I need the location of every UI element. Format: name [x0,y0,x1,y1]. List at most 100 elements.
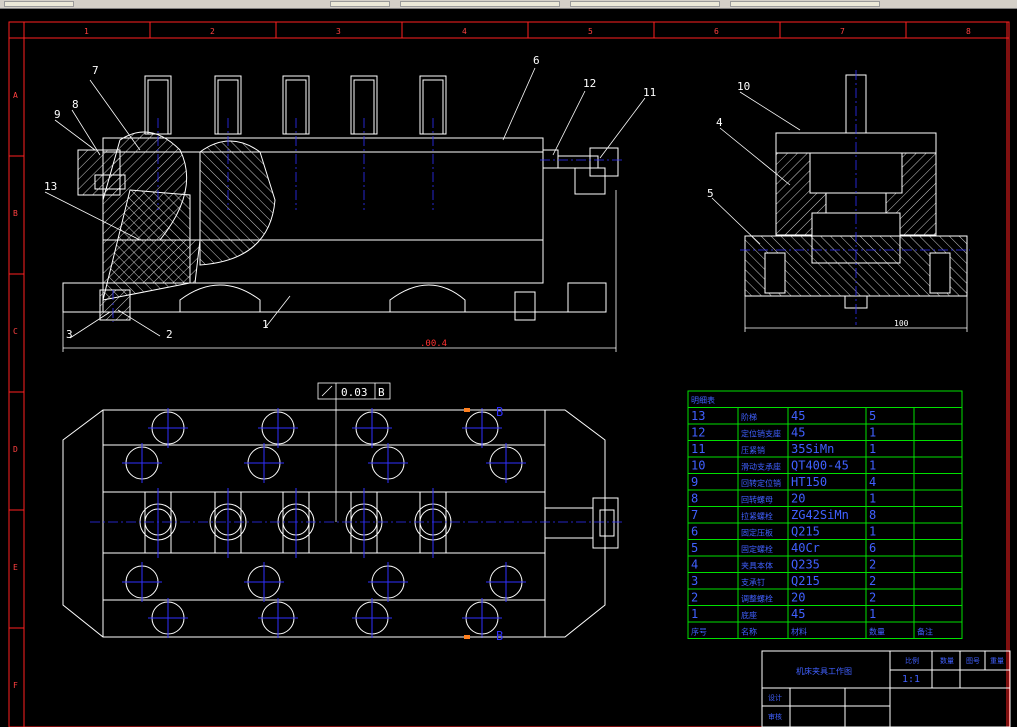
tolerance-value: 0.03 [341,386,368,399]
title-col-scale: 比例 [905,656,919,665]
plan-holes [122,408,526,638]
length-dim-text: .00.4 [420,339,447,349]
front-callout-label: 8 [72,98,79,111]
front-callout-label: 2 [166,328,173,341]
svg-text:2: 2 [869,574,876,588]
front-callout-label: 9 [54,108,61,121]
tolerance-datum: B [378,386,385,399]
toolbar [0,0,1017,9]
svg-text:压紧销: 压紧销 [741,445,765,455]
svg-text:调整螺栓: 调整螺栓 [741,594,773,604]
front-callout-label: 7 [92,64,99,77]
toolbar-button[interactable] [570,1,720,7]
column-marker: 2 [210,27,215,36]
bom-row: 3 支承钉 Q215 2 [691,574,876,588]
svg-text:支承钉: 支承钉 [741,577,765,587]
front-length-dimension [62,190,617,352]
bom-row: 1 底座 45 1 [691,607,876,621]
svg-text:20: 20 [791,492,805,506]
bom-title: 明细表 [691,395,715,405]
toolbar-button[interactable] [400,1,560,7]
side-callout-label: 10 [737,80,750,93]
svg-text:1: 1 [869,607,876,621]
svg-text:ZG42SiMn: ZG42SiMn [791,508,849,522]
column-marker: 6 [714,27,719,36]
column-marker: 1 [84,27,89,36]
svg-text:夹具本体: 夹具本体 [741,561,773,571]
svg-text:40Cr: 40Cr [791,541,820,555]
toolbar-button[interactable] [730,1,880,7]
side-callout-label: 4 [716,116,723,129]
side-width-dim: 100 [894,319,909,328]
front-view-callouts [44,67,646,339]
svg-text:20: 20 [791,591,805,605]
svg-text:1: 1 [869,426,876,440]
row-marker: C [13,327,18,336]
svg-text:Q215: Q215 [791,574,820,588]
row-marker: F [13,681,18,690]
bom-header-cell: 备注 [917,627,933,637]
svg-text:11: 11 [691,442,705,456]
svg-text:滑动支承座: 滑动支承座 [741,462,781,472]
title-block [761,650,1011,727]
row-marker: B [13,209,18,218]
title-checker: 审核 [768,712,782,721]
svg-text:3: 3 [691,574,698,588]
bom-header-cell: 材料 [791,627,807,637]
svg-text:底座: 底座 [741,610,757,620]
svg-text:7: 7 [691,508,698,522]
svg-text:6: 6 [869,541,876,555]
title-col-drawing-no: 图号 [966,657,980,665]
plan-tolerance-frame [317,382,500,638]
column-marker: 3 [336,27,341,36]
title-col-qty: 数量 [940,656,954,665]
toolbar-button[interactable] [330,1,390,7]
toolbar-button[interactable] [4,1,74,7]
svg-text:12: 12 [691,426,705,440]
svg-text:阶梯: 阶梯 [741,412,757,422]
svg-text:回转螺母: 回转螺母 [741,495,773,505]
svg-text:13: 13 [691,409,705,423]
front-callout-label: 12 [583,77,596,90]
svg-text:1: 1 [869,459,876,473]
svg-text:45: 45 [791,409,805,423]
front-callout-label: 3 [66,328,73,341]
section-mark-bottom: B [496,629,503,643]
title-col-weight: 重量 [990,657,1004,665]
svg-text:4: 4 [691,558,698,572]
row-marker: A [13,91,18,100]
front-callout-label: 13 [44,180,57,193]
side-view-centerlines [740,70,970,325]
section-mark-top: B [496,405,503,419]
svg-text:45: 45 [791,607,805,621]
bom-row: 12 定位销支座 45 1 [691,426,876,440]
row-marker: D [13,445,18,454]
svg-text:9: 9 [691,475,698,489]
svg-text:45: 45 [791,426,805,440]
row-marker: E [13,563,18,572]
front-callout-label: 11 [643,86,656,99]
column-marker: 7 [840,27,845,36]
svg-text:1: 1 [869,492,876,506]
svg-text:1: 1 [869,525,876,539]
column-marker: 5 [588,27,593,36]
svg-text:定位销支座: 定位销支座 [741,429,781,439]
front-callout-label: 1 [262,318,269,331]
svg-text:35SiMn: 35SiMn [791,442,834,456]
svg-text:1: 1 [691,607,698,621]
svg-text:QT400-45: QT400-45 [791,459,849,473]
svg-text:HT150: HT150 [791,475,827,489]
front-callout-label: 6 [533,54,540,67]
svg-text:2: 2 [869,558,876,572]
svg-text:固定压板: 固定压板 [741,528,773,538]
